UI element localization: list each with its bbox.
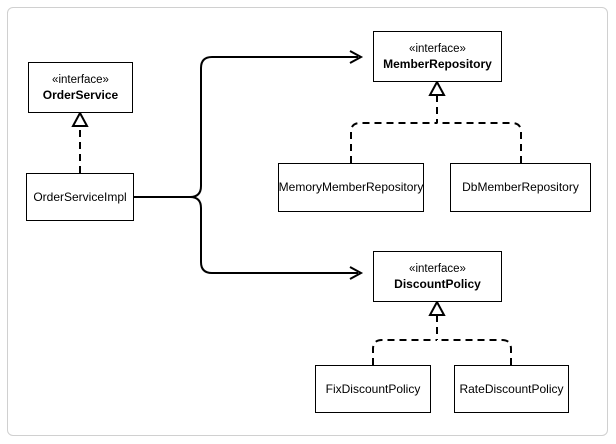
arrowhead-memberrepository-icon (349, 50, 364, 64)
realization-arrowhead-icon (428, 299, 446, 316)
node-label: FixDiscountPolicy (325, 381, 421, 396)
association-to-memberrepository (134, 56, 358, 198)
node-memorymemberrepository[interactable]: MemoryMemberRepository (278, 163, 424, 212)
node-label: MemoryMemberRepository (278, 180, 424, 194)
node-orderservice[interactable]: «interface» OrderService (28, 62, 133, 113)
stereotype-label: «interface» (409, 262, 466, 275)
node-label: MemberRepository (383, 56, 492, 71)
node-ratediscountpolicy[interactable]: RateDiscountPolicy (454, 365, 569, 413)
arrowhead-discountpolicy-icon (349, 266, 364, 280)
realization-memorymemberrepository (350, 122, 437, 163)
node-dbmemberrepository[interactable]: DbMemberRepository (450, 163, 591, 212)
association-to-discountpolicy (189, 196, 358, 274)
node-label: DiscountPolicy (394, 276, 481, 291)
node-label: OrderServiceImpl (33, 189, 127, 204)
realization-arrowhead-icon (71, 110, 89, 127)
realization-ratediscountpolicy (437, 339, 512, 365)
stereotype-label: «interface» (52, 73, 109, 86)
node-fixdiscountpolicy[interactable]: FixDiscountPolicy (315, 365, 431, 413)
node-label: OrderService (42, 87, 119, 102)
node-orderserviceimpl[interactable]: OrderServiceImpl (26, 173, 134, 221)
realization-fixdiscountpolicy (372, 339, 437, 365)
node-label: RateDiscountPolicy (459, 381, 564, 396)
realization-arrowhead-icon (428, 79, 446, 96)
node-label: DbMemberRepository (462, 180, 579, 194)
stereotype-label: «interface» (409, 42, 466, 55)
node-memberrepository[interactable]: «interface» MemberRepository (373, 31, 502, 82)
node-discountpolicy[interactable]: «interface» DiscountPolicy (373, 251, 502, 302)
realization-dbmemberrepository (437, 122, 522, 163)
